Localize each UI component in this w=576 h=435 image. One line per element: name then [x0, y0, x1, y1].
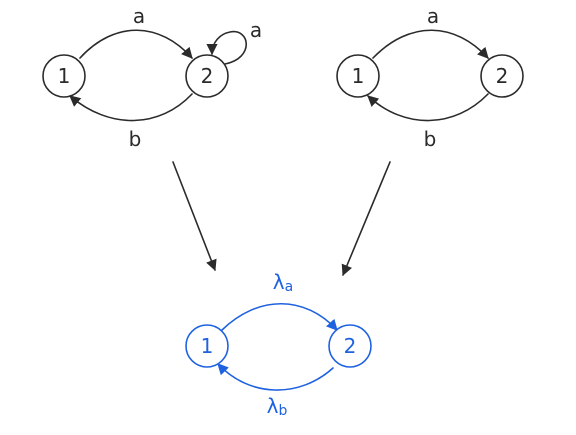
- right-edge-1-to-2: [372, 29, 489, 59]
- lambda-sub-top: a: [285, 279, 294, 295]
- right-node-1-label: 1: [352, 64, 365, 88]
- left-node-2: [185, 54, 229, 98]
- result-node-1: [185, 324, 229, 368]
- right-edge-1-to-2-label: a: [427, 4, 439, 28]
- left-self-loop-2-label: a: [250, 18, 262, 42]
- left-node-1: [42, 54, 86, 98]
- right-node-2: [480, 54, 524, 98]
- right-node-1: [336, 54, 380, 98]
- right-edge-2-to-1-label: b: [424, 127, 437, 151]
- result-automaton: 1 2 λa λb: [185, 270, 372, 419]
- result-node-2-label: 2: [344, 334, 357, 358]
- result-edge-1-to-2-label: λa: [273, 270, 293, 295]
- right-edge-2-to-1: [367, 93, 489, 122]
- left-node-2-label: 2: [201, 64, 214, 88]
- arrow-right-to-result: [341, 161, 391, 277]
- left-edge-1-to-2-label: a: [133, 4, 145, 28]
- right-automaton: 1 2 a b: [336, 4, 524, 151]
- result-edge-2-to-1-label: λb: [267, 394, 288, 419]
- lambda-symbol-bottom: λ: [267, 394, 279, 418]
- lambda-sub-bottom: b: [278, 403, 287, 419]
- left-automaton: 1 2 a a b: [42, 4, 262, 151]
- result-edge-2-to-1: [217, 363, 334, 391]
- right-node-2-label: 2: [496, 64, 509, 88]
- left-self-loop-2: [206, 30, 248, 65]
- left-node-1-label: 1: [58, 64, 71, 88]
- left-edge-2-to-1-label: b: [129, 127, 142, 151]
- left-edge-1-to-2: [79, 29, 193, 59]
- lambda-symbol-top: λ: [273, 270, 285, 294]
- result-node-1-label: 1: [201, 334, 214, 358]
- left-edge-2-to-1: [69, 93, 193, 122]
- result-edge-1-to-2: [221, 303, 338, 331]
- result-node-2: [328, 324, 372, 368]
- arrow-left-to-result: [172, 161, 217, 272]
